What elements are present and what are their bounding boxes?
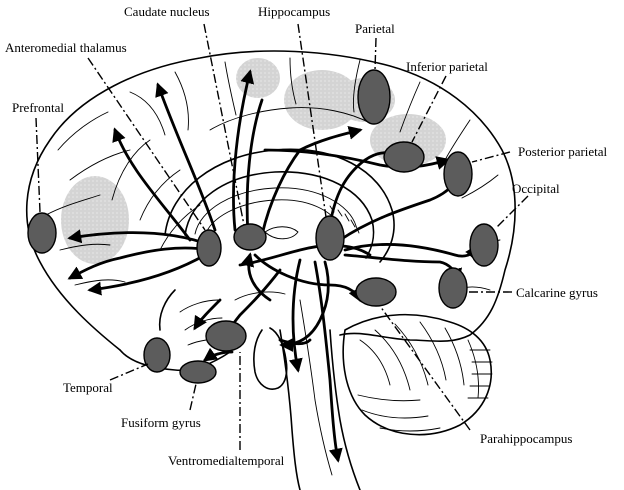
label-temporal: Temporal xyxy=(63,380,113,395)
label-parietal: Parietal xyxy=(355,21,395,36)
shaded-area-parietal xyxy=(284,70,360,130)
labels: Caudate nucleus Hippocampus Parietal Ant… xyxy=(5,4,608,468)
region-caudate-nucleus xyxy=(233,223,267,251)
label-prefrontal: Prefrontal xyxy=(12,100,64,115)
region-occipital xyxy=(469,223,499,267)
region-parietal xyxy=(357,69,391,125)
label-fusiform-gyrus: Fusiform gyrus xyxy=(121,415,201,430)
region-prefrontal xyxy=(27,212,57,254)
region-inferior-parietal xyxy=(383,141,425,173)
label-inferior-parietal: Inferior parietal xyxy=(406,59,488,74)
region-anteromedial-thalamus xyxy=(196,229,222,267)
fiber-pathways xyxy=(67,69,480,463)
region-calcarine-gyrus xyxy=(438,267,468,309)
cerebellum xyxy=(342,313,493,436)
region-ventromedialtemporal xyxy=(205,320,247,352)
region-temporal xyxy=(143,337,171,373)
regions xyxy=(27,69,499,384)
label-caudate-nucleus: Caudate nucleus xyxy=(124,4,210,19)
label-parahippocampus: Parahippocampus xyxy=(480,431,572,446)
region-fusiform-gyrus xyxy=(179,360,217,384)
shaded-area-superior xyxy=(236,58,280,98)
brainstem xyxy=(253,299,361,490)
label-calcarine-gyrus: Calcarine gyrus xyxy=(516,285,598,300)
leader-lines xyxy=(35,23,529,450)
region-posterior-parietal xyxy=(443,151,473,197)
region-hippocampus xyxy=(315,215,345,261)
label-anteromedial-thalamus: Anteromedial thalamus xyxy=(5,40,127,55)
label-occipital: Occipital xyxy=(512,181,560,196)
label-posterior-parietal: Posterior parietal xyxy=(518,144,608,159)
shaded-area-prefrontal xyxy=(61,176,129,264)
label-ventromedialtemporal: Ventromedialtemporal xyxy=(168,453,285,468)
label-hippocampus: Hippocampus xyxy=(258,4,330,19)
region-parahippocampus xyxy=(355,277,397,307)
